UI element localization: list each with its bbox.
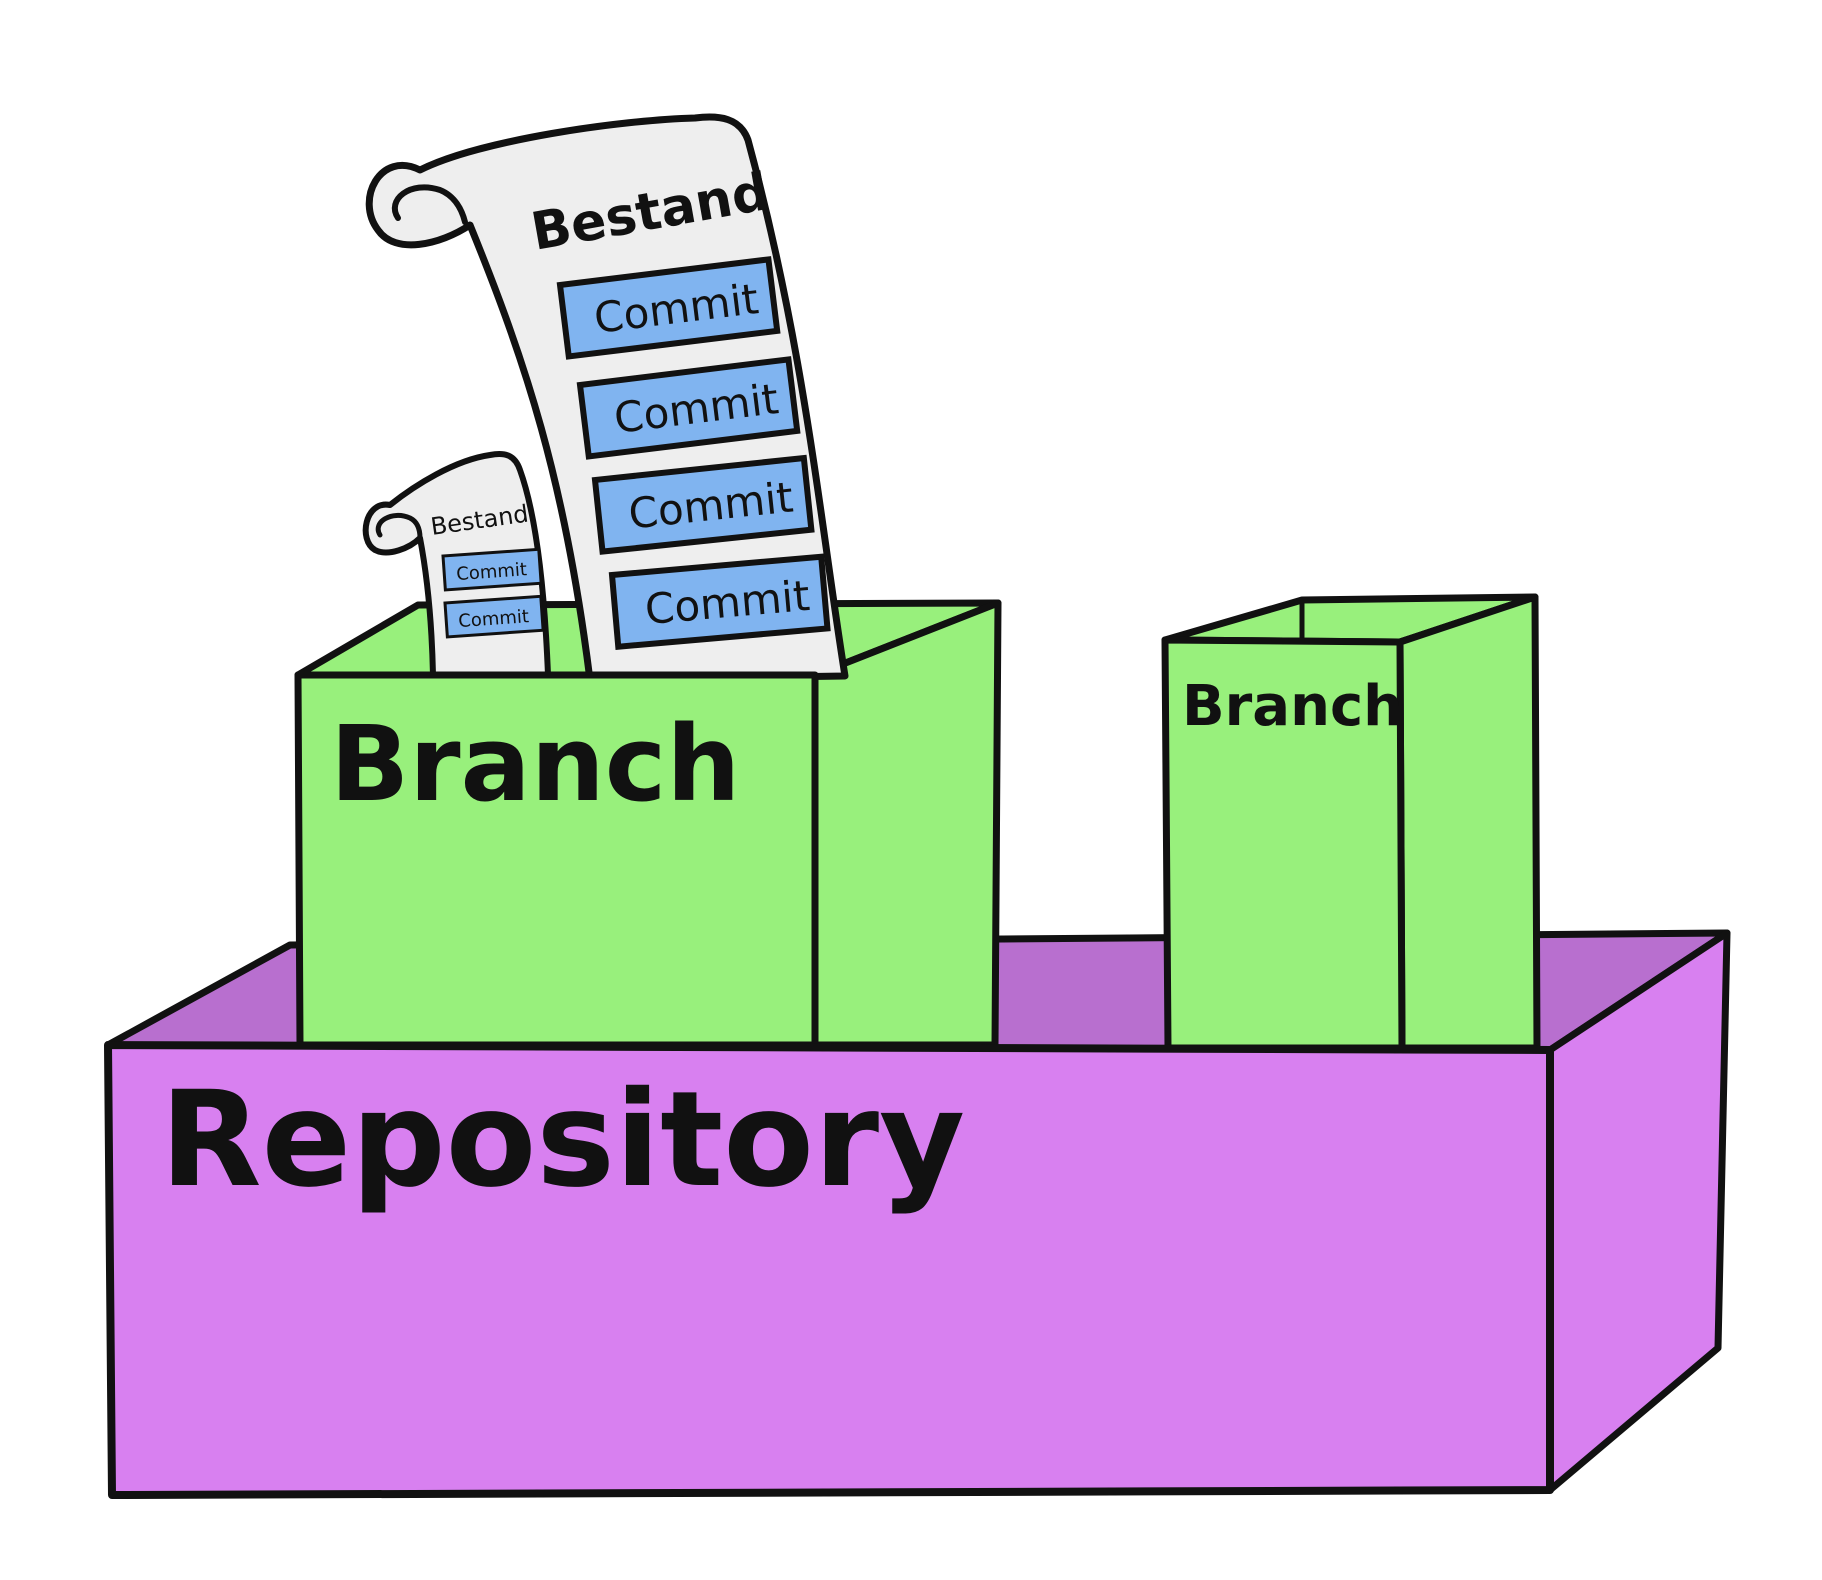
repository-front-group: Repository	[104, 929, 1731, 1499]
scroll-small: Bestand Commit Commit	[362, 450, 551, 678]
branch-large-front-group: Branch	[294, 671, 819, 1049]
commit-label: Commit	[458, 606, 530, 632]
branch-small-side	[1396, 593, 1541, 1052]
commit-item: Commit	[608, 553, 831, 650]
branch-large-label: Branch	[330, 703, 740, 825]
commit-item: Commit	[576, 356, 801, 460]
commit-item: Commit	[441, 547, 543, 592]
commit-item: Commit	[591, 454, 815, 555]
branch-small-label: Branch	[1182, 674, 1403, 739]
scroll-large: Bestand Commit Commit Commit Commit	[365, 113, 849, 684]
branch-box-small: Branch	[1161, 593, 1541, 1052]
commit-item: Commit	[556, 256, 781, 360]
commit-label: Commit	[456, 559, 528, 585]
scroll-large-curl	[391, 184, 468, 225]
scroll-small-commits: Commit Commit	[441, 547, 545, 639]
scroll-small-curl	[375, 512, 423, 541]
repository-front	[104, 1041, 1554, 1499]
commit-item: Commit	[443, 594, 545, 639]
repository-label: Repository	[160, 1063, 965, 1217]
scroll-large-commits: Commit Commit Commit Commit	[556, 256, 831, 650]
